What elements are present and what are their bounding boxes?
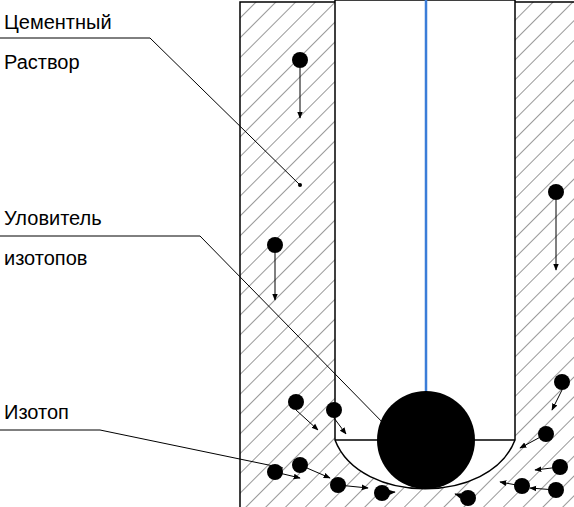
isotope-dot: [267, 237, 283, 253]
cable: [425, 0, 428, 392]
isotope-dot: [548, 482, 564, 498]
motion-arrow: [296, 410, 318, 430]
isotopes: [267, 52, 570, 506]
motion-arrow: [556, 200, 557, 270]
isotope-dot: [326, 402, 342, 418]
motion-arrow: [552, 390, 562, 410]
isotope-dot: [538, 426, 554, 442]
isotope-dot: [292, 457, 308, 473]
isotope-dot: [374, 485, 390, 501]
leader-dot: [298, 183, 302, 187]
isotope-dot: [460, 490, 476, 506]
leader-lines: [0, 38, 388, 468]
isotope-dot: [288, 394, 304, 410]
part-label: Уловитель изотопов: [4, 198, 129, 278]
isotope-dot: [554, 374, 570, 390]
part-label: Изотоп: [4, 392, 129, 432]
isotope-dot: [330, 477, 346, 493]
isotope-dot: [267, 464, 283, 480]
motion-arrow: [334, 418, 346, 434]
isotope-dot: [552, 459, 568, 475]
tube: [335, 0, 515, 489]
isotope-dot: [292, 52, 308, 68]
isotope-dot: [548, 184, 564, 200]
isotope-dot: [514, 478, 530, 494]
part-label: Цементный Раствор: [4, 2, 129, 82]
motion-arrow: [300, 68, 301, 118]
isotope-catcher: [377, 391, 475, 489]
motion-arrow: [275, 253, 276, 300]
